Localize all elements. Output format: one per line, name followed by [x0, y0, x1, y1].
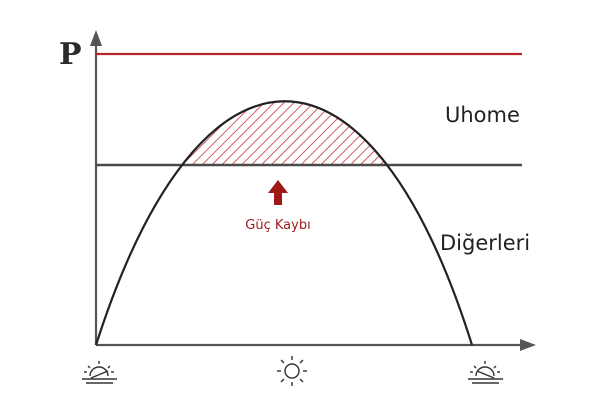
others-label: Diğerleri: [440, 231, 530, 255]
sunrise-icon: [82, 361, 117, 384]
production-curve: [94, 100, 474, 346]
sun-icon: [277, 356, 307, 386]
power-loss-arrow: [268, 180, 288, 205]
power-loss-label: Güç Kaybı: [245, 218, 310, 233]
y-axis-label: P: [59, 37, 82, 72]
uhome-label: Uhome: [445, 103, 520, 127]
x-axis-arrow: [520, 339, 536, 351]
y-axis-arrow: [90, 30, 102, 46]
sunset-icon: [468, 361, 503, 384]
